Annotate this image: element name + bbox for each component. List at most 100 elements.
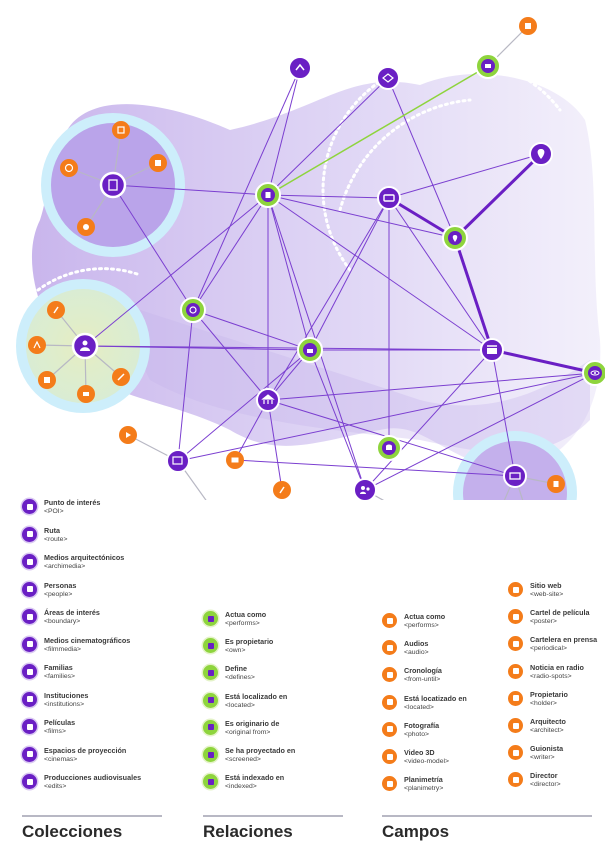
colecciones-item: Medios arquitectónicos<archimedia> [22, 553, 172, 575]
relaciones-item: Define<defines> [203, 664, 353, 686]
network-diagram [16, 25, 601, 500]
legend-item-name: Medios arquitectónicos [44, 553, 125, 562]
legend-item-tag: <from-until> [404, 676, 441, 684]
campos_col1-item: Planimetría<planimetry> [382, 775, 502, 797]
legend-item-name: Video 3D [404, 748, 435, 757]
legend-item-tag: <located> [225, 701, 255, 709]
node-field-radio [226, 451, 244, 469]
legend-item-name: Audios [404, 639, 429, 649]
node-families [353, 478, 377, 500]
edit-icon [22, 774, 37, 789]
legend-item-tag: <video-model> [404, 758, 449, 765]
eye-icon [203, 719, 218, 735]
dotted-arc-bottom [76, 418, 162, 443]
node-institutions [256, 388, 280, 412]
node-cinemas [503, 464, 527, 488]
node-field-planimetry [149, 154, 167, 172]
campos-divider [382, 815, 592, 817]
node-boundary [376, 66, 400, 90]
legend-item-tag: <indexed> [225, 783, 257, 791]
orange-field-nodes [28, 17, 565, 499]
person-icon [22, 581, 37, 597]
newspaper-icon [508, 636, 523, 652]
legend-item-name: Define [225, 664, 247, 674]
legend-item-tag: <edits> [44, 783, 67, 790]
node-field-director [77, 385, 95, 403]
node-field-reel [60, 159, 78, 177]
building-doc-icon [22, 554, 37, 569]
legend-item-tag: <holder> [530, 699, 557, 707]
legend-item-name: Está indexado en [225, 773, 285, 783]
colecciones-item: Espacios de proyección<cinemas> [22, 746, 172, 768]
campos_col2-item: Cartelera en prensa<periodical> [508, 635, 605, 657]
database-icon [203, 774, 218, 790]
network-nodes [28, 17, 605, 500]
node-field-photo [112, 121, 130, 139]
background-blob-lower [110, 300, 590, 453]
edge-green [267, 65, 489, 196]
legend-item-tag: <cinemas> [44, 755, 78, 763]
legend-item-tag: <boundary> [44, 618, 81, 625]
node-screened [475, 53, 501, 79]
legend-item-tag: <institutions> [44, 700, 85, 708]
node-edits [166, 449, 190, 473]
area-icon [22, 609, 37, 624]
clapperboard-icon [203, 611, 218, 626]
legend-item-tag: <planimetry> [404, 785, 444, 793]
plan-icon [382, 776, 397, 792]
legend-item-tag: <director> [530, 781, 561, 789]
radio-icon [508, 663, 523, 679]
campos_col1-item: Video 3D<video-model> [382, 748, 502, 770]
node-original-from [582, 360, 605, 386]
campos_col2-item: Cartel de película<poster> [508, 608, 605, 630]
web-icon [508, 582, 523, 597]
film-media-icon [22, 636, 37, 652]
cinema-screen-icon [22, 746, 37, 762]
legend-item-name: Fotografía [404, 720, 440, 730]
mask-icon [382, 613, 397, 628]
relaciones-item: Está localizado en<located> [203, 692, 353, 714]
clipboard-icon [203, 665, 218, 681]
key-icon [508, 690, 523, 706]
colecciones-item: Producciones audiovisuales<edits> [22, 773, 172, 795]
section-title-campos: Campos [382, 822, 450, 841]
colecciones-item: Punto de interés<POI> [22, 498, 172, 520]
legend-item-tag: <families> [44, 673, 75, 680]
dotted-arc-right-2 [338, 98, 472, 212]
legend-item-name: Está locatizado en [404, 693, 467, 703]
campos_col2-item: Noticia en radio<radio-spots> [508, 663, 605, 685]
colecciones-item: Personas<people> [22, 581, 172, 603]
screen-icon [203, 747, 218, 762]
legend-item-name: Actua como [404, 612, 446, 621]
legend-item-name: Propietario [530, 689, 568, 699]
relaciones-item: Es originario de<original from> [203, 719, 353, 741]
legend-item-name: Actua como [225, 610, 267, 619]
legend-item-name: Producciones audiovisuales [44, 773, 142, 782]
colecciones-item: Ruta<route> [22, 526, 172, 548]
audio-icon [382, 640, 397, 656]
campos_col2-item: Guionista<writer> [508, 744, 605, 766]
legend-item-name: Punto de interés [44, 498, 101, 507]
route-icon [22, 526, 37, 542]
colecciones-item: Medios cinematográficos<filmmedia> [22, 636, 172, 658]
legend-item-tag: <defines> [225, 674, 255, 682]
legend-item-tag: <performs> [404, 622, 439, 629]
relaciones-divider [203, 815, 343, 817]
legend-item-name: Planimetría [404, 775, 443, 785]
map-pin-icon [22, 499, 37, 514]
legend-item-name: Sitio web [530, 581, 562, 590]
legend-item-tag: <web-site> [530, 591, 564, 598]
section-title-colecciones: Colecciones [22, 822, 123, 841]
legend-item-tag: <POI> [44, 508, 64, 515]
node-own [180, 297, 206, 323]
node-field-poster [547, 475, 565, 493]
node-field-performs [119, 426, 137, 444]
legend-item-name: Es propietario [225, 637, 274, 647]
node-field-holder-2 [273, 481, 291, 499]
pen-icon [508, 745, 523, 761]
legend-item-tag: <writer> [530, 754, 555, 762]
legend-item-tag: <periodical> [530, 645, 568, 653]
legend-item-name: Guionista [530, 744, 564, 754]
campos_col2-item: Arquitecto<architect> [508, 717, 605, 739]
campos_col1-item: Está locatizado en<located> [382, 694, 502, 716]
